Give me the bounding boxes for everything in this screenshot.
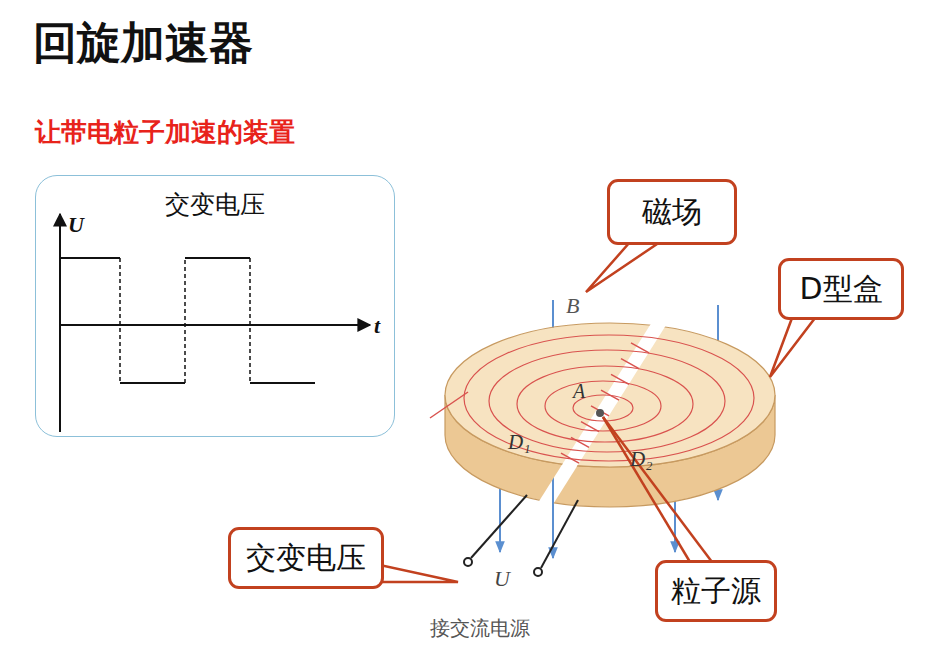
- part-label: D₂: [630, 447, 652, 472]
- axis-label: t: [374, 313, 380, 339]
- part-label: D₁: [508, 430, 530, 455]
- panel-heading: 交变电压: [36, 188, 394, 221]
- callout-box: 粒子源: [655, 560, 777, 622]
- voltage-graph: [60, 214, 370, 432]
- page-title: 回旋加速器: [33, 14, 253, 73]
- terminals: [464, 495, 578, 576]
- callout-box: 交变电压: [228, 527, 384, 589]
- callout-box: 磁场: [607, 179, 737, 245]
- particle-orbits: [464, 335, 754, 461]
- d-box-right: [445, 323, 775, 507]
- callout-text: 磁场: [642, 192, 702, 233]
- caption-label: 接交流电源: [430, 615, 530, 642]
- graph-panel: 交变电压: [35, 175, 395, 437]
- callout-pointers: [380, 242, 815, 582]
- exit-beam: [430, 392, 468, 418]
- field-label: B: [566, 293, 579, 319]
- subtitle: 让带电粒子加速的装置: [35, 115, 295, 150]
- d-box-left: [445, 323, 775, 507]
- callout-text: 粒子源: [671, 571, 761, 612]
- callout-text: 交变电压: [246, 538, 366, 579]
- gap-field-lines: [561, 343, 649, 463]
- particle-source: [596, 409, 604, 417]
- axis-label: U: [68, 212, 84, 238]
- callout-box: D型盒: [778, 258, 904, 320]
- voltage-label: U: [494, 566, 510, 592]
- point-label: A: [573, 380, 585, 403]
- callout-text: D型盒: [799, 269, 882, 310]
